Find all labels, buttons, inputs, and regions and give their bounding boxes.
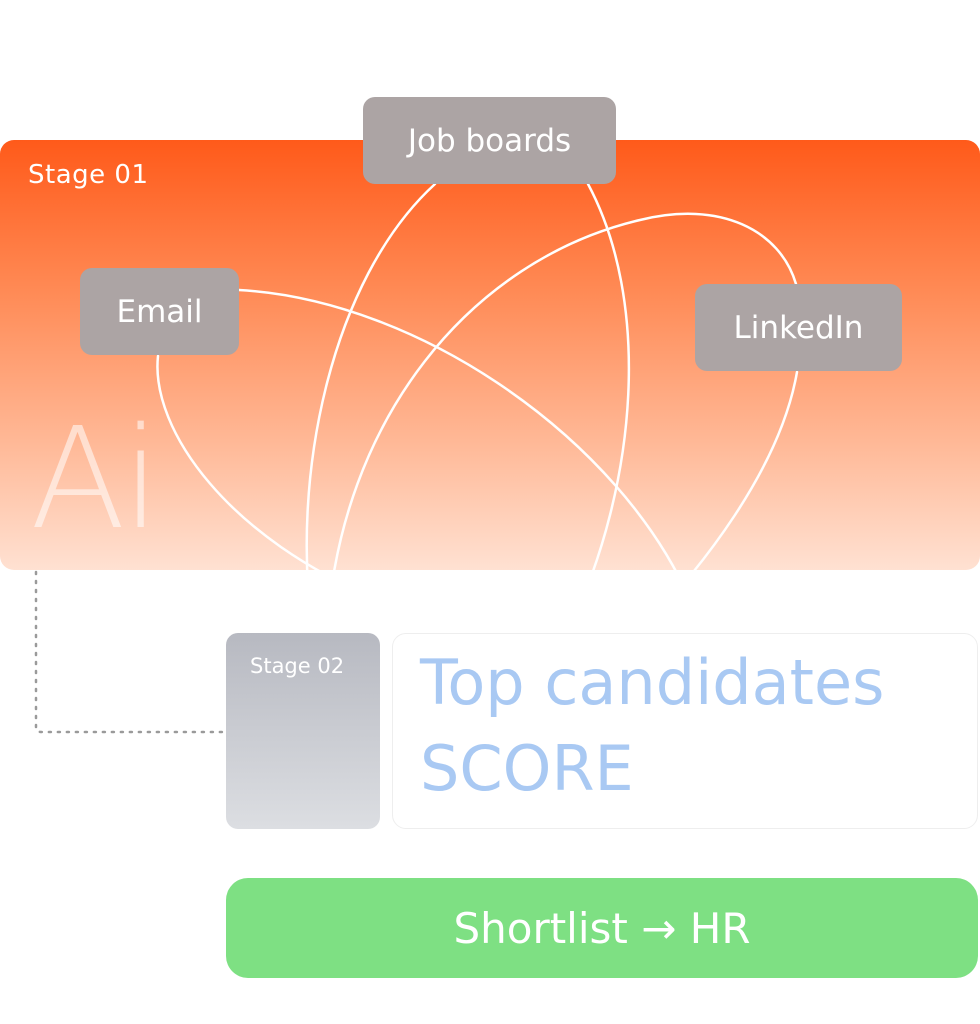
stage-02-panel [226,633,380,829]
stage-02-label: Stage 02 [250,654,345,678]
source-linkedin: LinkedIn [695,284,902,371]
ai-watermark: Ai [30,398,161,561]
stage-01-label: Stage 01 [28,160,149,190]
source-email: Email [80,268,239,355]
source-job-boards: Job boards [363,97,616,184]
score-card [392,633,978,829]
shortlist-to-hr-bar: Shortlist → HR [226,878,978,978]
score-title: Top candidates [420,646,885,719]
score-subtitle: SCORE [420,732,634,805]
